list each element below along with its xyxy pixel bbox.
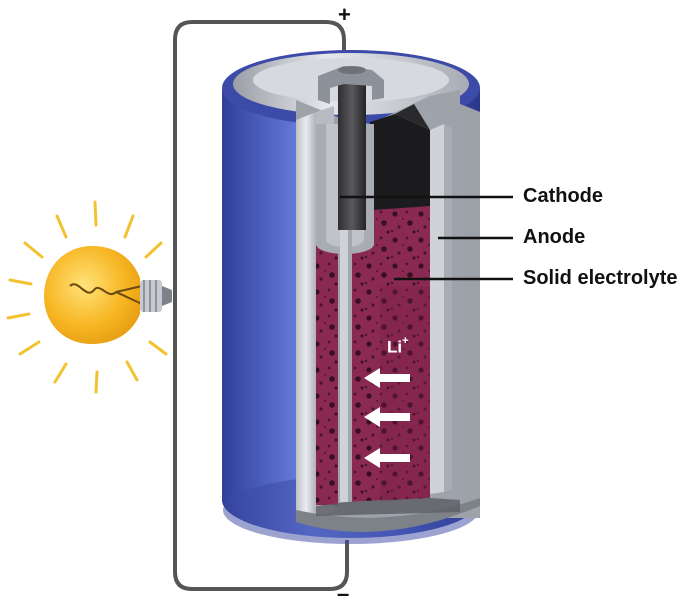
- battery-cutaway: [296, 66, 480, 532]
- negative-terminal-sign: –: [337, 581, 350, 606]
- leader-lines: [340, 195, 513, 281]
- lithium-ion-label: Li+: [387, 335, 409, 357]
- solid-electrolyte-label: Solid electrolyte: [523, 267, 678, 289]
- anode-label: Anode: [523, 226, 586, 248]
- ion-symbol: Li: [387, 337, 403, 357]
- light-bulb-icon: [6, 200, 172, 394]
- cathode-label: Cathode: [523, 185, 603, 207]
- ion-charge: +: [402, 335, 409, 347]
- ion-flow-arrow-icon: [364, 368, 410, 468]
- circuit-wire: [173, 20, 349, 591]
- positive-terminal-sign: +: [338, 2, 351, 27]
